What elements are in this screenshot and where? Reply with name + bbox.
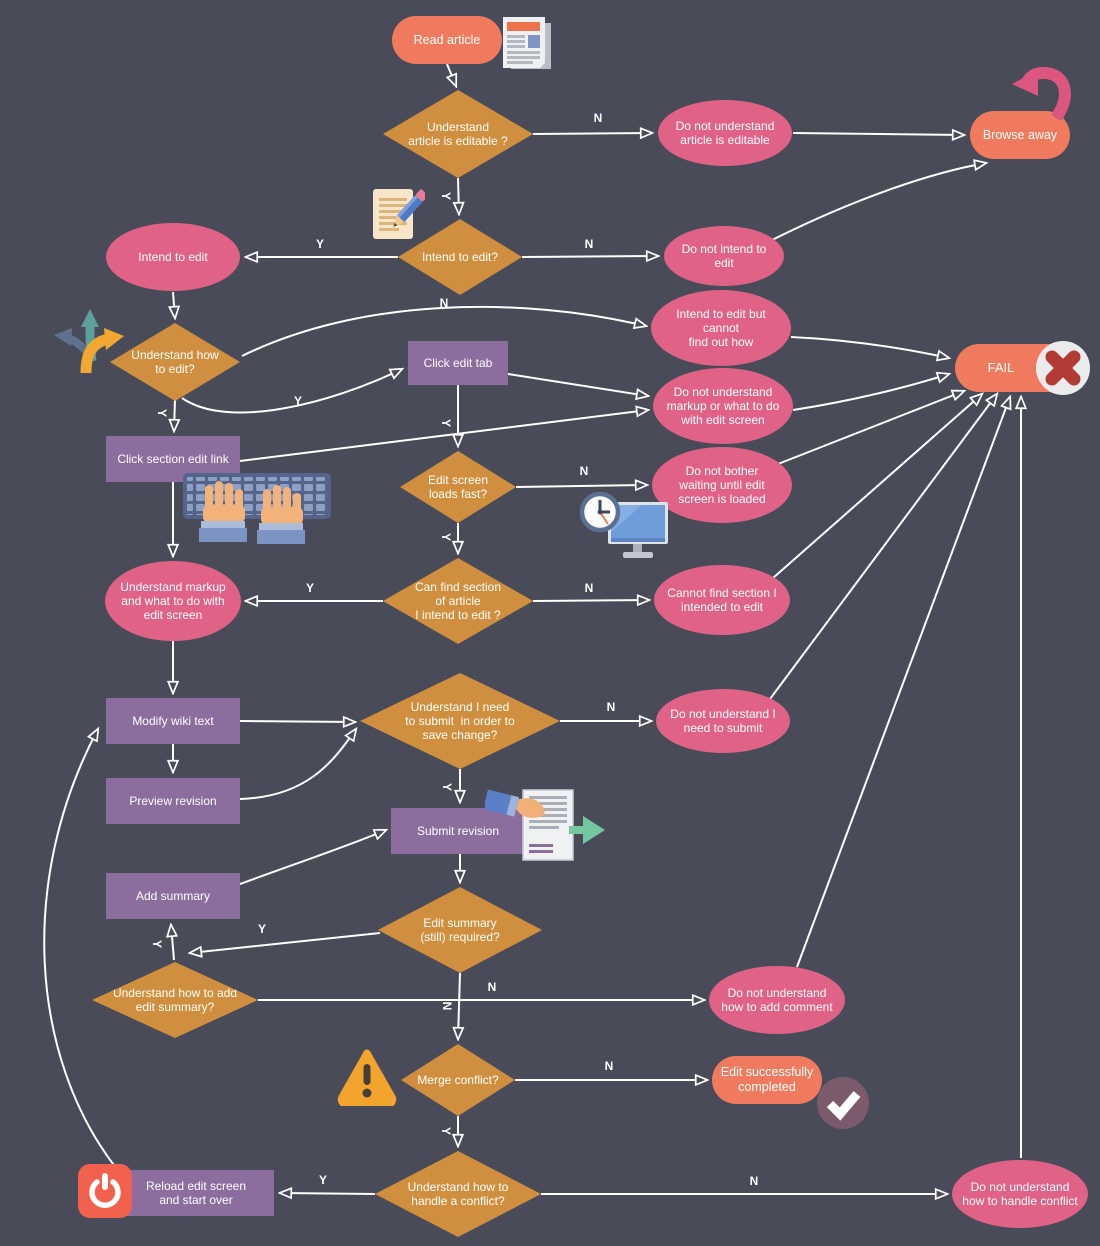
edge-reload-modify: [43, 729, 117, 1169]
edge-editable-no: [532, 133, 652, 134]
edge-label-n: N: [584, 237, 594, 251]
edge-label-y: Y: [305, 581, 315, 595]
edge-label-y: Y: [318, 1173, 328, 1187]
power-icon: [78, 1164, 132, 1218]
edge-preview-submitq: [239, 729, 356, 800]
state-intend-to-edit: Intend to edit: [106, 223, 240, 291]
state-do-not-understand-need-submit: Do not understand I need to submit: [656, 689, 790, 753]
state-do-not-understand-add-comment: Do not understand how to add comment: [709, 966, 845, 1034]
edge-label-y: Y: [439, 1126, 453, 1136]
edge-read-to-editable: [447, 63, 456, 86]
terminator-edit-successfully-completed: Edit successfully completed: [712, 1056, 822, 1104]
edge-howedit-yes-section: [174, 398, 175, 431]
terminator-browse-away: Browse away: [970, 111, 1070, 159]
edge-addsummary-submit: [239, 830, 386, 885]
edge-nomarkup-fail: [792, 374, 949, 411]
document-pencil-icon: [373, 189, 425, 239]
green-arrow-icon: [569, 816, 605, 844]
edge-label-y: Y: [155, 408, 169, 418]
state-do-not-understand-markup: Do not understand markup or what to do w…: [653, 368, 793, 444]
process-click-edit-tab: Click edit tab: [408, 341, 508, 385]
edge-label-n: N: [487, 980, 497, 994]
edge-cannotfindhow-fail: [790, 336, 949, 358]
process-reload-edit-screen: Reload edit screen and start over: [118, 1170, 274, 1216]
state-cannot-find-out-how: Intend to edit but cannot find out how: [651, 290, 791, 366]
edge-label-n: N: [604, 1059, 614, 1073]
edge-loadsfast-no: [515, 485, 647, 487]
hand: [485, 789, 545, 818]
edge-label-y: Y: [150, 939, 164, 949]
hand-document-icon: [485, 789, 605, 861]
edge-label-n: N: [606, 700, 616, 714]
check-icon: [817, 1077, 869, 1129]
edge-label-y: Y: [439, 532, 453, 542]
return-arrow-icon: [1012, 67, 1071, 120]
edge-nocomment-fail: [796, 397, 1010, 968]
edge-label-y: Y: [439, 418, 453, 428]
edge-howedit-no: [241, 305, 646, 357]
state-do-not-intend-to-edit: Do not intend to edit: [664, 226, 784, 286]
edge-label-n: N: [440, 1001, 454, 1011]
edge-label-n: N: [584, 581, 594, 595]
edge-intend-howedit: [173, 291, 175, 318]
state-do-not-understand-handle-conflict: Do not understand how to handle conflict: [952, 1160, 1088, 1228]
edge-howsummary-yes: [171, 925, 174, 961]
process-preview-revision: Preview revision: [106, 778, 240, 824]
edge-nowait-fail: [777, 391, 964, 465]
state-do-not-bother-waiting: Do not bother waiting until edit screen …: [652, 447, 792, 523]
edge-summaryreq-no: [458, 972, 460, 1039]
edge-label-n: N: [579, 464, 589, 478]
edge-cannotsection-fail: [772, 394, 982, 579]
terminator-read-article: Read article: [392, 16, 502, 64]
edge-tab-nomarkup: [507, 373, 648, 396]
clock-monitor-icon: [580, 491, 668, 558]
warning-icon: [337, 1049, 397, 1106]
edge-label-n: N: [439, 296, 449, 310]
edge-label-n: N: [749, 1174, 759, 1188]
keyboard-hands-icon: [183, 473, 331, 544]
edge-handleconflict-yes: [280, 1193, 376, 1194]
state-understand-markup: Understand markup and what to do with ed…: [105, 561, 241, 641]
process-modify-wiki-text: Modify wiki text: [106, 698, 240, 744]
edge-modify-submitq: [239, 721, 355, 722]
newspaper-icon: [503, 17, 551, 69]
direction-arrows-icon: [54, 309, 124, 374]
edge-label-y: Y: [293, 394, 303, 408]
edge-label-y: Y: [257, 922, 267, 936]
edge-section-nomarkup: [239, 410, 648, 462]
edge-howedit-yes-tab: [181, 369, 402, 414]
edge-nointend-browse: [771, 163, 986, 241]
fail-x-icon: [1036, 341, 1090, 395]
state-cannot-find-section: Cannot find section I intended to edit: [654, 565, 790, 635]
process-add-summary: Add summary: [106, 873, 240, 919]
edge-label-y: Y: [439, 191, 453, 201]
edge-label-y: Y: [440, 782, 454, 792]
edge-label-y: Y: [315, 237, 325, 251]
edge-nosubmit-fail: [769, 394, 997, 700]
state-do-not-understand-editable: Do not understand article is editable: [658, 100, 792, 166]
edge-summaryreq-yes: [190, 932, 381, 953]
edge-editable-yes: [458, 177, 459, 214]
edge-noeditable-browse: [792, 133, 964, 135]
edge-findsection-no: [532, 600, 649, 601]
edge-intendq-no: [521, 256, 658, 257]
process-submit-revision: Submit revision: [391, 808, 525, 854]
edge-label-n: N: [593, 111, 603, 125]
